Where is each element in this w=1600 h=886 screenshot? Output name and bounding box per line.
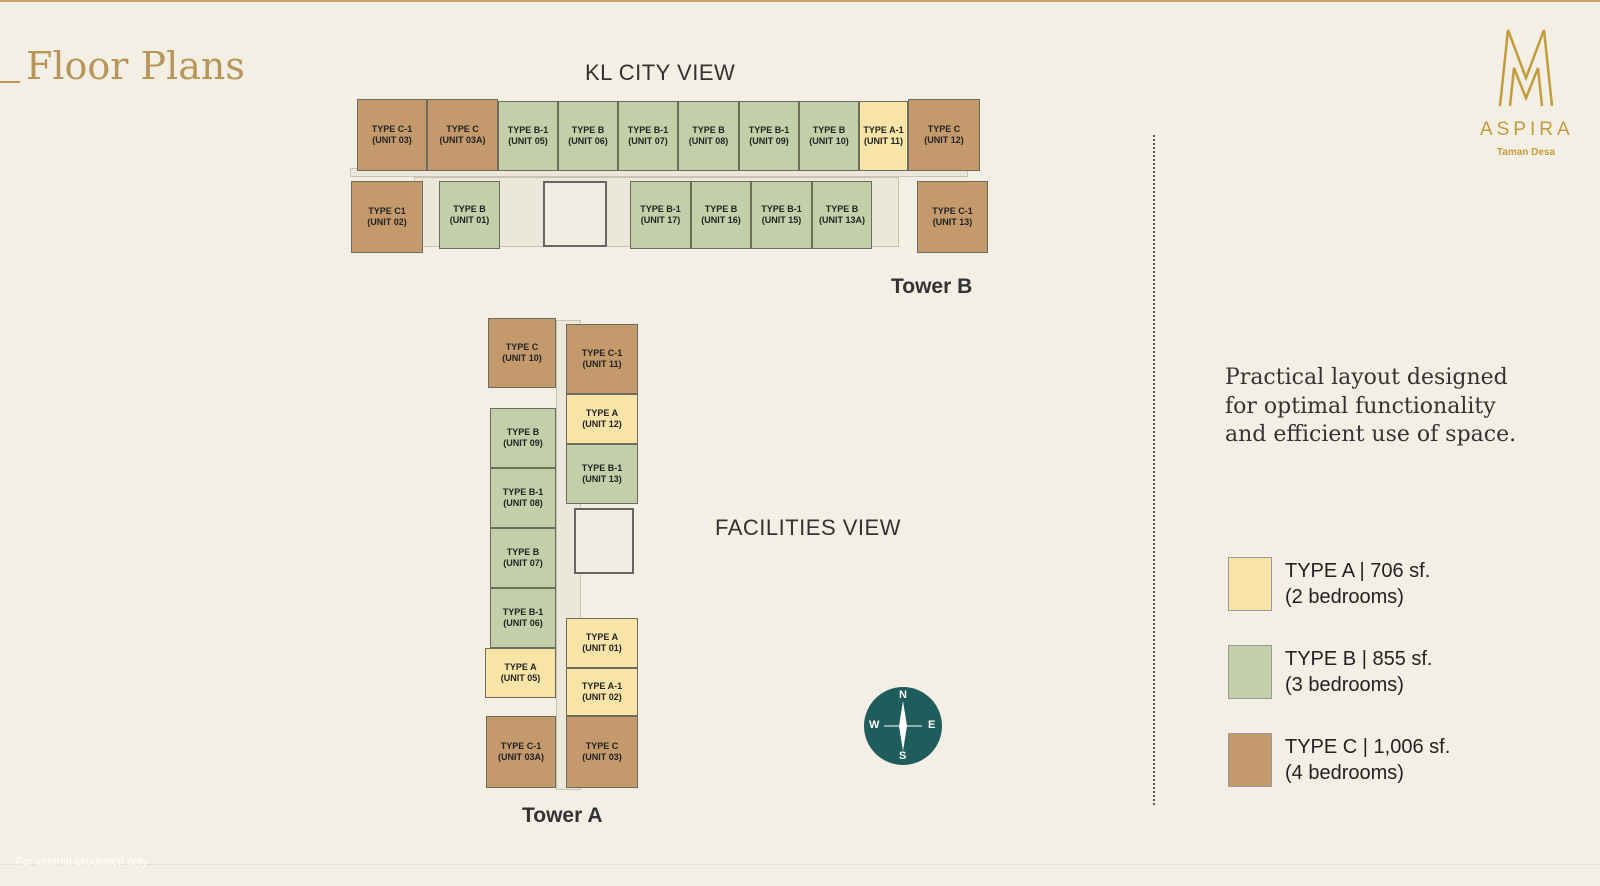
logo-sub: Taman Desa (1496, 147, 1556, 158)
unit[interactable]: TYPE C-1(UNIT 11) (566, 324, 638, 394)
legend-item-c: TYPE C | 1,006 sf.(4 bedrooms) (1285, 736, 1451, 784)
unit[interactable]: TYPE B-1(UNIT 15) (751, 181, 812, 249)
legend-item-b: TYPE B | 855 sf.(3 bedrooms) (1285, 648, 1433, 696)
compass-icon: N S E W (864, 687, 942, 765)
unit[interactable]: TYPE B(UNIT 07) (490, 528, 556, 588)
compass-n: N (899, 689, 907, 701)
unit[interactable]: TYPE C(UNIT 10) (488, 318, 556, 388)
legend-swatch-c (1228, 733, 1272, 787)
lift-core (543, 181, 607, 247)
unit[interactable]: TYPE B-1(UNIT 08) (490, 468, 556, 528)
lift-core (574, 508, 634, 574)
unit[interactable]: TYPE C(UNIT 03A) (427, 99, 498, 171)
page-title: Floor Plans (26, 44, 245, 88)
unit[interactable]: TYPE B-1(UNIT 05) (498, 101, 558, 171)
unit[interactable]: TYPE B-1(UNIT 13) (566, 444, 638, 504)
facilities-view-label: FACILITIES VIEW (715, 515, 901, 540)
tower-b-label: Tower B (891, 275, 973, 298)
description: Practical layout designed for optimal fu… (1225, 365, 1517, 447)
compass-e: E (928, 719, 936, 731)
unit[interactable]: TYPE C-1(UNIT 03) (357, 99, 427, 171)
unit[interactable]: TYPE A(UNIT 12) (566, 394, 638, 444)
top-border (0, 0, 1600, 2)
unit[interactable]: TYPE A-1(UNIT 02) (566, 668, 638, 716)
footer-note: For internal circulation only (16, 856, 148, 868)
unit[interactable]: TYPE B-1(UNIT 07) (618, 101, 678, 171)
unit[interactable]: TYPE B(UNIT 08) (678, 101, 739, 171)
legend-swatch-a (1228, 557, 1272, 611)
compass-s: S (899, 750, 907, 762)
unit[interactable]: TYPE C(UNIT 12) (908, 99, 980, 171)
compass-w: W (869, 719, 880, 731)
unit[interactable]: TYPE B(UNIT 01) (439, 181, 500, 249)
unit[interactable]: TYPE B-1(UNIT 09) (739, 101, 799, 171)
divider (1153, 135, 1155, 805)
title-accent (0, 81, 20, 83)
unit[interactable]: TYPE B(UNIT 06) (558, 101, 618, 171)
unit[interactable]: TYPE C-1(UNIT 13) (917, 181, 988, 253)
kl-city-view-label: KL CITY VIEW (585, 60, 736, 85)
tower-a-label: Tower A (522, 804, 603, 827)
unit[interactable]: TYPE A-1(UNIT 11) (859, 101, 908, 171)
aspira-logo: ASPIRA Taman Desa (1480, 28, 1572, 158)
unit[interactable]: TYPE C-1(UNIT 03A) (486, 716, 556, 788)
unit[interactable]: TYPE B(UNIT 09) (490, 408, 556, 468)
unit[interactable]: TYPE C1(UNIT 02) (351, 181, 423, 253)
legend-swatch-b (1228, 645, 1272, 699)
logo-brand: ASPIRA (1480, 119, 1574, 140)
unit[interactable]: TYPE B-1(UNIT 17) (630, 181, 691, 249)
m-logo-icon (1498, 29, 1554, 107)
unit[interactable]: TYPE B-1(UNIT 06) (490, 588, 556, 648)
footer-line (0, 864, 1600, 865)
unit[interactable]: TYPE B(UNIT 13A) (812, 181, 872, 249)
legend-item-a: TYPE A | 706 sf.(2 bedrooms) (1285, 560, 1431, 608)
compass-needle-icon (884, 701, 922, 751)
unit[interactable]: TYPE B(UNIT 10) (799, 101, 859, 171)
unit[interactable]: TYPE C(UNIT 03) (566, 716, 638, 788)
unit[interactable]: TYPE B(UNIT 16) (691, 181, 751, 249)
unit[interactable]: TYPE A(UNIT 01) (566, 618, 638, 668)
unit[interactable]: TYPE A(UNIT 05) (485, 648, 556, 698)
